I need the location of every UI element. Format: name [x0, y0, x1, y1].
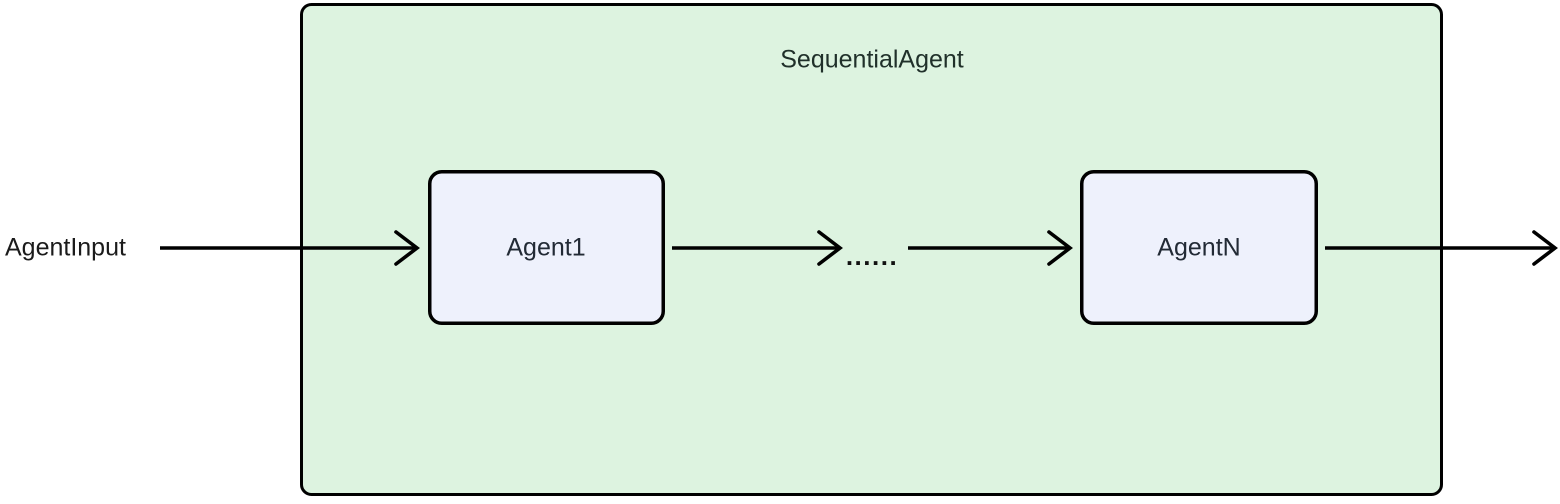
- edge-ellipsis-to-agentn-arrowhead: [1047, 230, 1073, 266]
- agentn-label: AgentN: [1157, 233, 1241, 262]
- sequential-agent-title: SequentialAgent: [780, 45, 964, 74]
- edge-agentn-to-output-arrowhead: [1532, 230, 1558, 266]
- edge-agent1-to-ellipsis-arrowhead: [817, 230, 843, 266]
- edge-input-to-agent1-arrowhead: [394, 230, 420, 266]
- agent-input-label: AgentInput: [5, 233, 126, 262]
- ellipsis-label: ......: [845, 241, 899, 271]
- agentn-node-box[interactable]: [1080, 170, 1318, 325]
- agent1-node-box[interactable]: [428, 170, 665, 325]
- agent1-label: Agent1: [506, 233, 586, 262]
